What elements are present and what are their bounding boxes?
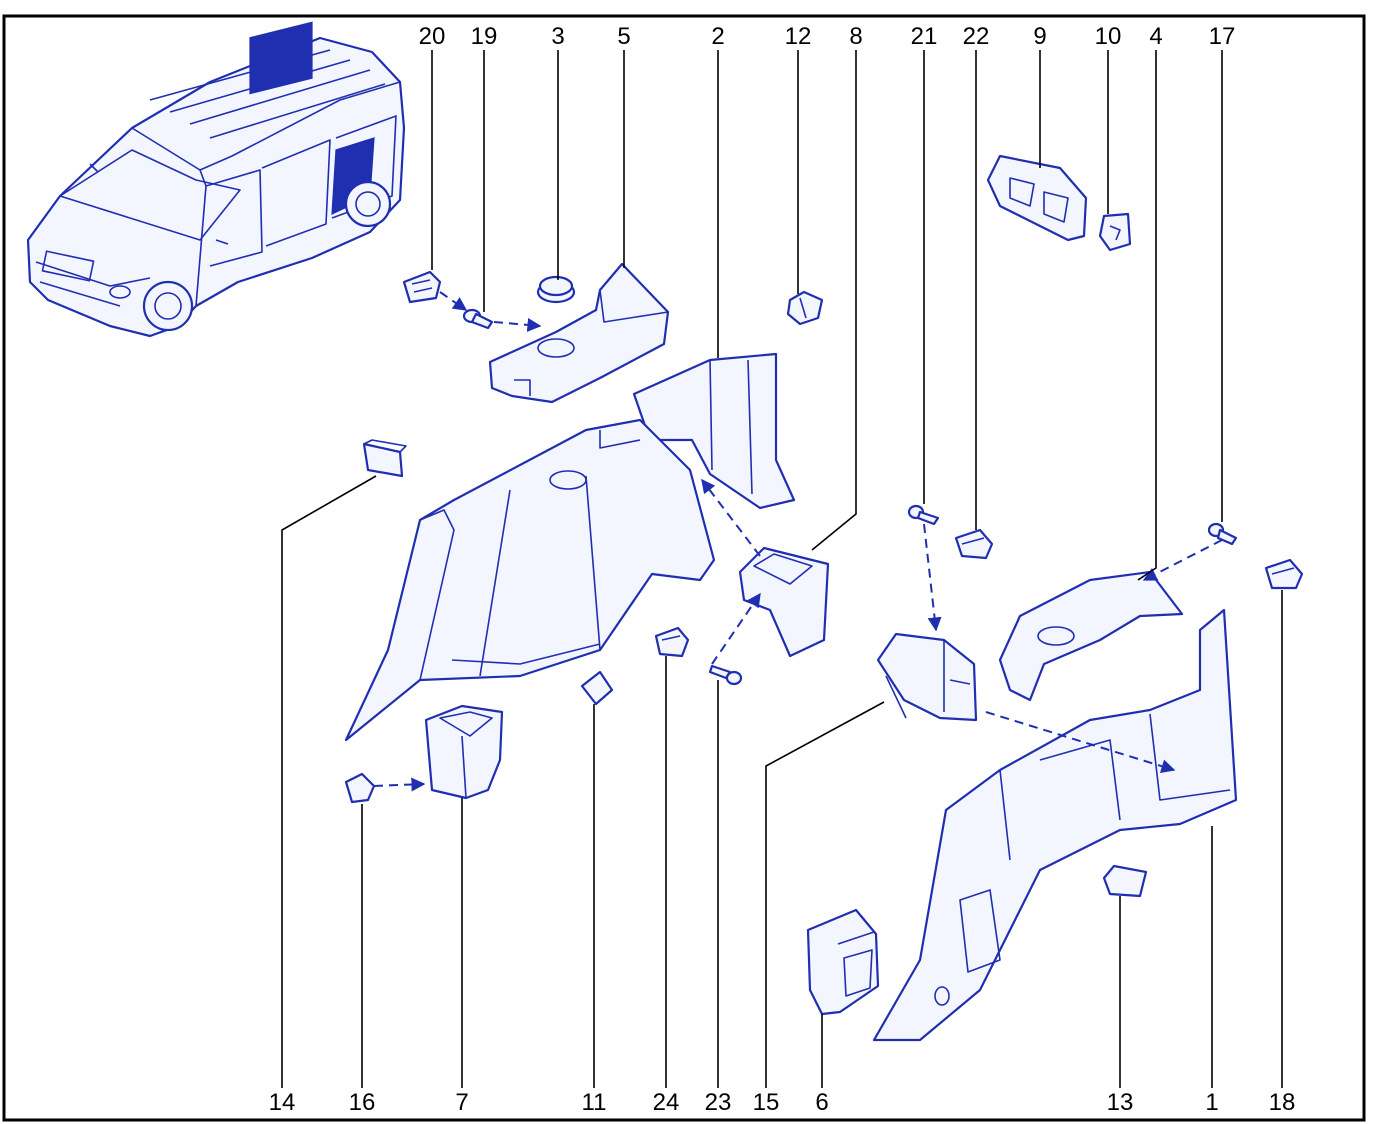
callout-18: 18 — [1269, 1089, 1296, 1116]
callout-2: 2 — [711, 23, 724, 50]
callout-17: 17 — [1209, 23, 1236, 50]
callout-24: 24 — [653, 1089, 680, 1116]
part-pillar-trim-2 — [632, 352, 796, 510]
part-bracket-6 — [806, 908, 880, 1016]
part-screw-19 — [462, 308, 494, 330]
callout-15: 15 — [753, 1089, 780, 1116]
part-pin-11 — [580, 670, 614, 706]
part-upper-trim-4 — [998, 570, 1184, 702]
callout-21: 21 — [911, 23, 938, 50]
callout-20: 20 — [419, 23, 446, 50]
callout-9: 9 — [1033, 23, 1046, 50]
leader-lines — [281, 50, 1283, 1088]
part-cup-7 — [424, 704, 504, 800]
part-cap-3 — [536, 275, 576, 304]
part-block-14 — [362, 439, 407, 478]
callout-11: 11 — [582, 1089, 607, 1116]
callout-3: 3 — [551, 23, 564, 50]
callout-8: 8 — [849, 23, 862, 50]
top-callouts: 20 19 3 5 2 12 8 21 22 9 10 4 17 — [419, 23, 1236, 50]
part-clip-12 — [786, 290, 824, 326]
part-clip-18 — [1264, 558, 1304, 590]
callout-7: 7 — [455, 1089, 468, 1116]
callout-4: 4 — [1149, 23, 1162, 50]
callout-10: 10 — [1095, 23, 1122, 50]
part-upper-trim-5 — [488, 262, 670, 404]
bottom-callouts: 14 16 7 11 24 23 15 6 13 1 18 — [269, 1089, 1296, 1116]
part-small-plate-10 — [1098, 212, 1132, 252]
part-screw-23 — [708, 664, 743, 686]
part-cup-8 — [738, 546, 830, 658]
callout-13: 13 — [1107, 1089, 1134, 1116]
part-clip-20 — [402, 270, 442, 304]
callout-19: 19 — [471, 23, 498, 50]
callout-23: 23 — [705, 1089, 732, 1116]
part-bracket-15 — [876, 632, 978, 722]
part-block-13 — [1102, 864, 1148, 898]
callout-14: 14 — [269, 1089, 296, 1116]
callout-1: 1 — [1205, 1089, 1218, 1116]
callout-22: 22 — [963, 23, 990, 50]
part-clip-22 — [954, 528, 994, 560]
callout-12: 12 — [785, 23, 812, 50]
part-right-side-trim-1 — [872, 608, 1238, 1042]
callout-5: 5 — [617, 23, 630, 50]
diagram-frame — [2, 14, 1366, 1122]
part-clip-24 — [654, 626, 690, 658]
callout-16: 16 — [349, 1089, 376, 1116]
part-screw-17 — [1207, 522, 1238, 546]
van-locator-illustration — [26, 21, 406, 338]
part-clip-16 — [344, 772, 376, 804]
part-handle-plate-9 — [986, 154, 1088, 242]
callout-6: 6 — [815, 1089, 828, 1116]
assembly-arrows — [373, 291, 1223, 792]
part-left-side-trim-panel — [344, 418, 716, 742]
part-screw-21 — [907, 504, 940, 526]
